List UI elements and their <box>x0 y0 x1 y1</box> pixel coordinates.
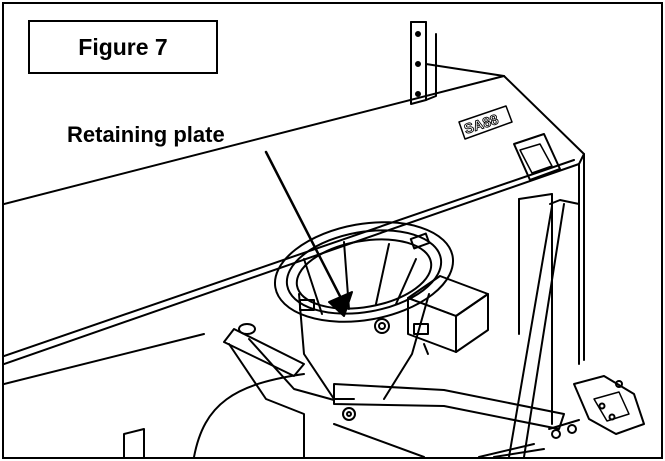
figure-label-box: Figure 7 <box>28 20 218 74</box>
lift-arm <box>223 323 565 457</box>
model-plate: SA88 <box>458 105 513 140</box>
snowblower-line-drawing: SA88 <box>4 21 645 457</box>
latch-box <box>513 133 561 181</box>
callout-label: Retaining plate <box>67 122 225 147</box>
figure-label: Figure 7 <box>78 33 168 60</box>
side-panel <box>410 21 437 105</box>
callout-arrow <box>264 150 346 306</box>
brace <box>508 199 580 457</box>
hitch-bracket <box>478 375 645 457</box>
chute-ring <box>273 221 455 400</box>
housing-body <box>4 63 585 425</box>
frame-lower-left <box>4 333 305 457</box>
actuator-box <box>407 275 489 355</box>
